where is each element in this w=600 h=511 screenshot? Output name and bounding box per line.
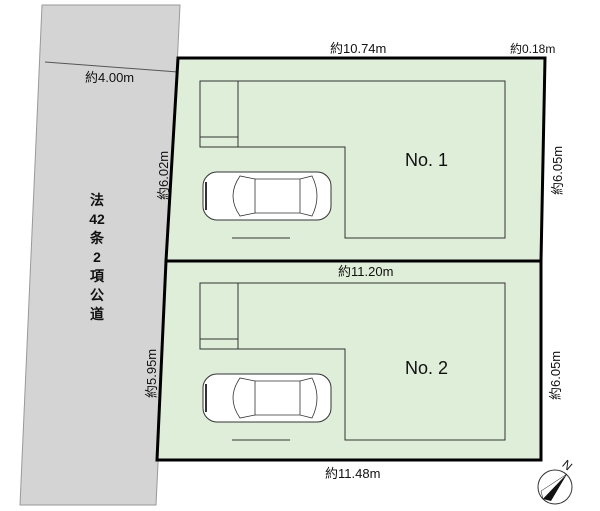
lot-2-name: No. 2 [405,358,448,378]
lot-1-name: No. 1 [405,150,448,170]
road-width-line [44,61,179,73]
storage-outline [199,80,239,148]
car-icon [202,171,332,221]
car-icon [202,373,332,423]
road [19,4,181,506]
lot-1 [164,56,547,263]
lot-1-top-dim: 約10.74m [330,41,386,56]
storage-outline [199,282,239,350]
road-label-char: 公 [90,287,104,303]
road-label-char: 道 [90,306,104,322]
lot-1-right-dim: 約6.05m [550,146,565,195]
lot-1-left-dim: 約6.02m [156,151,171,200]
road-label-char: 2 [93,249,101,265]
lot-2-top-dim: 約11.20m [338,264,393,279]
road-label-char: 条 [89,230,105,246]
house-2 [199,282,506,441]
road-label: 法 42 条 2 項公道 [89,192,105,322]
road-label-char: 法 [90,192,104,208]
lot-2-right-dim: 約6.05m [548,351,563,400]
road-width-label: 約4.00m [85,70,134,85]
lot-2 [155,259,543,462]
road-label-char: 項 [90,268,105,284]
lot-2-bottom-dim: 約11.48m [325,466,380,481]
compass-icon: N [537,457,575,505]
lot-1-top-extra-dim: 約0.18m [510,41,555,56]
lot-2-left-dim: 約5.95m [144,349,159,398]
house-1 [199,80,506,239]
road-label-char: 42 [89,211,105,227]
